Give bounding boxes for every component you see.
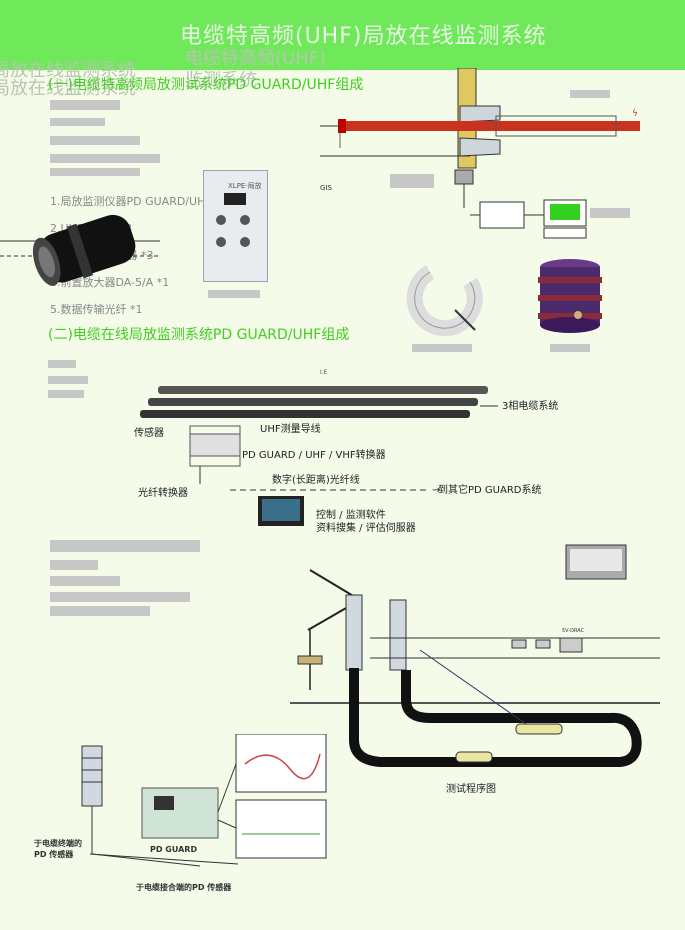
caption-placeholder: [208, 290, 260, 298]
gis-cable-diagram: ϟ GIS: [320, 68, 640, 239]
ie-label: I.E: [320, 369, 328, 376]
pd-guard-label: PD GUARD: [150, 845, 198, 854]
device-knob: [216, 215, 226, 225]
text-placeholder: [48, 360, 76, 368]
pd-guard-setup-diagram: [81, 734, 327, 867]
section1-title: (一)电缆特高频局放测试系统PD GUARD/UHF组成: [48, 77, 364, 93]
device-knob: [216, 237, 226, 247]
text-placeholder: [50, 168, 140, 176]
ghost-text-center-1: 电缆特高频(UHF): [185, 48, 327, 69]
svg-text:ϟ: ϟ: [632, 109, 638, 119]
uhf-wire-label: UHF测量导线: [260, 422, 321, 435]
text-placeholder: [50, 540, 200, 552]
text-placeholder: [48, 390, 84, 398]
gis-label: GIS: [320, 184, 332, 192]
sensor-label: 传感器: [134, 426, 164, 439]
caption-placeholder: [412, 344, 472, 352]
text-placeholder: [50, 560, 98, 570]
svg-text:→: →: [432, 485, 440, 496]
text-placeholder: [50, 118, 105, 126]
cable-system-label: 3相电缆系统: [502, 399, 558, 412]
monitoring-system-diagram: I.E 3相电缆系统 UHF测量导线 传感器 PD GUARD / UHF / …: [50, 369, 558, 534]
list-item: 5.数据传输光纤 *1: [50, 303, 143, 316]
caption-placeholder: [550, 344, 590, 352]
pd-device-photo: XLPE·局放: [203, 170, 268, 282]
to-other-label: 到其它PD GUARD系统: [438, 483, 541, 496]
text-placeholder: [50, 100, 120, 110]
bushing-sensor-image: [538, 259, 602, 333]
list-item: 1.局放监测仪器PD GUARD/UHF *1: [50, 195, 228, 208]
text-placeholder: [50, 154, 160, 163]
ghost-text-center-2: 监测系统: [185, 70, 257, 91]
text-placeholder: [50, 606, 150, 616]
software-label-1: 控制 / 监测软件: [316, 508, 386, 521]
drac-label: 5V-DRAC: [562, 628, 585, 634]
test-procedure-caption: 测试程序图: [446, 782, 496, 795]
device-knob: [240, 215, 250, 225]
text-placeholder: [50, 136, 140, 145]
section2-title: (二)电缆在线局放监测系统PD GUARD/UHF组成: [48, 327, 350, 343]
fiber-line-label: 数字(长距离)光纤线: [272, 473, 360, 486]
device-brand: XLPE·局放: [228, 182, 262, 190]
uhf-sensor-image: [0, 214, 160, 286]
fiber-converter-label: 光纤转换器: [138, 486, 188, 499]
text-placeholder: [50, 576, 120, 586]
joint-sensor-label: 于电缆接合端的PD 传感器: [136, 883, 232, 892]
ghost-text-left-1: 局放在线监测系统: [0, 60, 136, 81]
text-placeholder: [48, 376, 88, 384]
device-knob: [240, 237, 250, 247]
header-banner: [0, 0, 685, 70]
field-test-diagram: 5V-DRAC 测试程序图: [290, 544, 660, 795]
page-title: 电缆特高频(UHF)局放在线监测系统: [180, 24, 547, 49]
terminal-sensor-label: 于电缆终端的 PD 传感器: [34, 839, 82, 859]
list-item: 4.前置放大器DA-5/A *1: [50, 276, 170, 289]
split-ring-sensor-image: [406, 265, 483, 337]
ghost-text-left-2: 局放在线监测系统: [0, 78, 136, 99]
text-placeholder: [50, 592, 190, 602]
device-display: [224, 193, 246, 205]
software-label-2: 资料搜集 / 评估伺服器: [316, 521, 416, 534]
converter-label: PD GUARD / UHF / VHF转换器: [242, 448, 386, 461]
